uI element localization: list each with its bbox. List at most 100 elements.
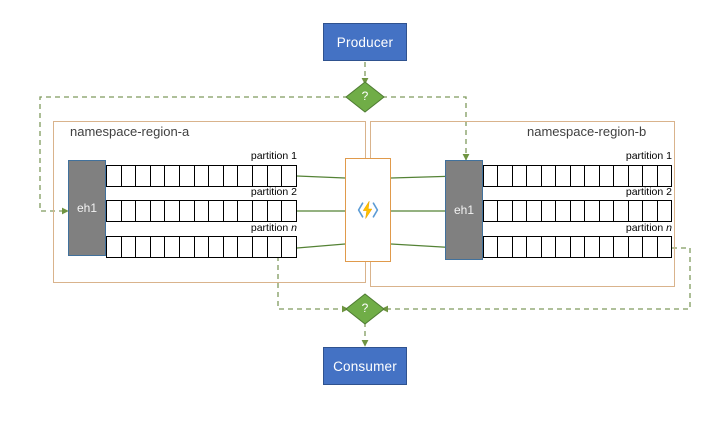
partition-cell <box>268 201 283 221</box>
namespace-region-a-partition-1-label: partition 1 <box>250 150 297 162</box>
eventhub-label: eh1 <box>453 203 475 217</box>
azure-functions-lightning-icon <box>355 197 381 223</box>
partition-cell <box>165 166 181 186</box>
eventhub-label: eh1 <box>76 201 98 215</box>
decision-top-label-wrap[interactable]: ? <box>346 89 384 106</box>
partition-cell <box>484 201 499 221</box>
partition-cell <box>643 166 658 186</box>
partition-cell <box>195 166 210 186</box>
partition-cell <box>585 237 600 257</box>
partition-cell <box>209 201 224 221</box>
partition-cell <box>571 201 586 221</box>
namespace-region-a-eventhub: eh1 <box>68 160 106 256</box>
partition-cell <box>542 166 557 186</box>
partition-cell <box>268 166 283 186</box>
partition-cell <box>107 237 122 257</box>
partition-cell <box>600 237 615 257</box>
partition-cell <box>614 237 629 257</box>
partition-cell <box>658 237 671 257</box>
partition-cell <box>282 201 296 221</box>
partition-cell <box>107 166 122 186</box>
partition-cell <box>224 166 239 186</box>
partition-cell <box>238 201 254 221</box>
partition-cell <box>165 201 181 221</box>
partition-cell <box>151 201 166 221</box>
decision-top-label: ? <box>361 89 369 103</box>
partition-cell <box>209 237 224 257</box>
partition-cell <box>224 237 239 257</box>
consumer-node[interactable]: Consumer <box>323 347 407 385</box>
partition-cell <box>136 166 151 186</box>
partition-cell <box>585 166 600 186</box>
partition-cell <box>498 166 513 186</box>
partition-cell <box>585 201 600 221</box>
partition-cell <box>180 237 195 257</box>
namespace-region-a-partition-n-label: partition n <box>250 222 297 234</box>
partition-cell <box>253 166 268 186</box>
partition-cell <box>527 166 542 186</box>
partition-cell <box>658 201 671 221</box>
function-app-node[interactable] <box>345 158 391 262</box>
partition-cell <box>209 166 224 186</box>
decision-bottom-label-wrap[interactable]: ? <box>346 301 384 318</box>
partition-cell <box>527 237 542 257</box>
namespace-region-a-partition-2-label: partition 2 <box>250 186 297 198</box>
partition-cell <box>484 166 499 186</box>
partition-cell <box>614 166 629 186</box>
partition-cell <box>513 237 528 257</box>
partition-cell <box>542 201 557 221</box>
partition-cell <box>238 166 254 186</box>
partition-cell <box>571 166 586 186</box>
partition-cell <box>629 237 644 257</box>
namespace-region-b-eventhub: eh1 <box>445 160 483 260</box>
partition-cell <box>136 201 151 221</box>
namespace-region-b-partition-n-label: partition n <box>625 222 672 234</box>
partition-cell <box>253 201 268 221</box>
partition-cell <box>513 201 528 221</box>
partition-cell <box>136 237 151 257</box>
partition-cell <box>122 201 137 221</box>
decision-bottom-label: ? <box>361 301 369 315</box>
partition-cell <box>629 201 644 221</box>
partition-cell <box>542 237 557 257</box>
namespace-region-b-partition-1-label: partition 1 <box>625 150 672 162</box>
partition-cell <box>600 201 615 221</box>
partition-cell <box>238 237 254 257</box>
partition-cell <box>122 237 137 257</box>
partition-cell <box>556 166 571 186</box>
partition-cell <box>253 237 268 257</box>
partition-cell <box>556 201 571 221</box>
namespace-region-b-partition-2-label: partition 2 <box>625 186 672 198</box>
partition-cell <box>282 237 296 257</box>
partition-cell <box>195 201 210 221</box>
partition-cell <box>151 237 166 257</box>
namespace-region-b-partition-1-row <box>483 165 672 187</box>
partition-cell <box>107 201 122 221</box>
partition-cell <box>498 201 513 221</box>
namespace-region-b-title: namespace-region-b <box>527 124 647 139</box>
partition-cell <box>527 201 542 221</box>
producer-node[interactable]: Producer <box>323 23 407 61</box>
partition-cell <box>556 237 571 257</box>
partition-cell <box>282 166 296 186</box>
partition-cell <box>658 166 671 186</box>
partition-cell <box>122 166 137 186</box>
partition-cell <box>165 237 181 257</box>
partition-cell <box>643 201 658 221</box>
consumer-label: Consumer <box>333 358 397 374</box>
partition-cell <box>600 166 615 186</box>
partition-cell <box>629 166 644 186</box>
partition-cell <box>195 237 210 257</box>
namespace-region-b-partition-n-row <box>483 236 672 258</box>
namespace-region-b-partition-2-row <box>483 200 672 222</box>
namespace-region-a-title: namespace-region-a <box>70 124 190 139</box>
partition-cell <box>151 166 166 186</box>
namespace-region-a-partition-1-row <box>106 165 297 187</box>
partition-cell <box>484 237 499 257</box>
namespace-region-a-partition-2-row <box>106 200 297 222</box>
namespace-region-a-partition-n-row <box>106 236 297 258</box>
partition-cell <box>268 237 283 257</box>
partition-cell <box>614 201 629 221</box>
partition-cell <box>571 237 586 257</box>
